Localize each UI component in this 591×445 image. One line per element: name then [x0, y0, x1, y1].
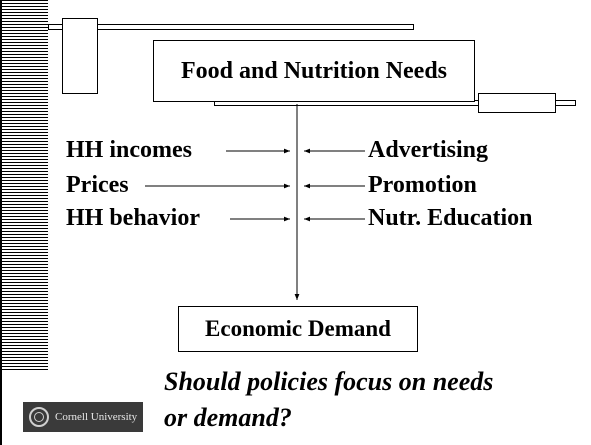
logo-text: Cornell University: [55, 411, 138, 423]
needs-box-label: Food and Nutrition Needs: [180, 57, 448, 84]
right-decorative-box: [478, 93, 556, 113]
top-left-decorative-box: [62, 18, 98, 94]
factor-nutr-education: Nutr. Education: [368, 205, 533, 231]
left-edge-line: [0, 0, 2, 445]
policy-question: Should policies focus on needs or demand…: [164, 367, 494, 432]
demand-box: Economic Demand: [178, 306, 418, 352]
demand-box-label: Economic Demand: [205, 316, 391, 341]
barcode-decoration: [0, 0, 48, 370]
needs-box: Food and Nutrition Needs: [153, 40, 475, 102]
factor-advertising: Advertising: [368, 137, 488, 163]
cornell-logo: Cornell University: [23, 402, 143, 432]
seal-icon: [29, 407, 49, 427]
factor-hh-behavior: HH behavior: [66, 205, 201, 231]
factor-hh-incomes: HH incomes: [66, 137, 192, 163]
factor-promotion: Promotion: [368, 172, 477, 198]
top-decorative-bar: [48, 24, 414, 30]
factor-prices: Prices: [66, 172, 129, 198]
